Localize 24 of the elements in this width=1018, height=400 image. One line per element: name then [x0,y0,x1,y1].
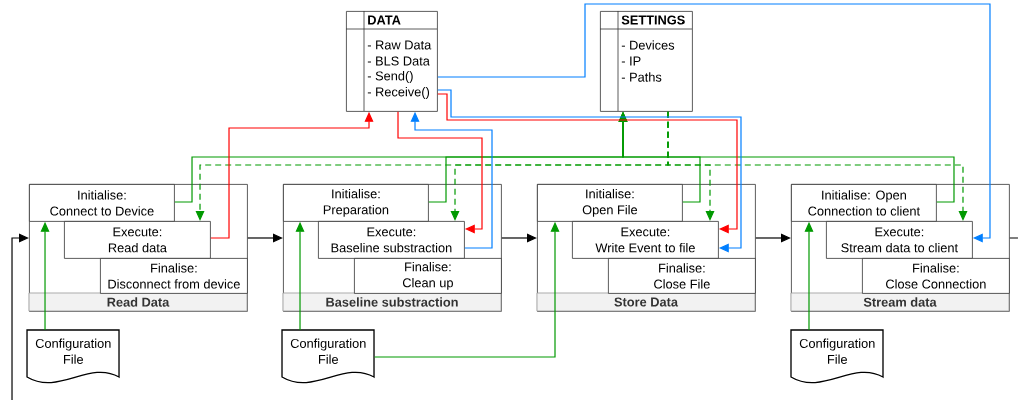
phase-box: Finalise: Close File [608,258,756,294]
phase-box: Execute: Read data [64,221,211,259]
phase-box: Initialise: Preparation [283,184,429,222]
arrow [437,3,991,243]
arrow [437,89,742,253]
arrow [397,111,483,234]
phase-box: Execute: Baseline substraction [318,221,465,259]
arrow [501,233,537,243]
phase-box: Finalise: Disconnect from device [100,258,248,294]
phase-box: Finalise: Clean up [354,258,502,294]
phase-box: Initialise: Open Connection to client [791,184,937,222]
arrow [11,233,29,400]
phase-box: Initialise: Connect to Device [29,184,175,222]
phase-box: Finalise: Close Connection [862,258,1010,294]
class-box: DATA - Raw Data - BLS Data - Send() - Receive() [345,10,438,112]
phase-box: Execute: Stream data to client [826,221,973,259]
arrow [755,233,791,243]
phase-box: Execute: Write Event to file [572,221,719,259]
phase-box: Initialise: Open File [537,184,683,222]
connector-line [1009,237,1018,239]
arrow [247,233,283,243]
arrow [437,93,738,234]
arrow [667,111,968,221]
class-box: SETTINGS - Devices - IP - Paths [599,10,693,112]
